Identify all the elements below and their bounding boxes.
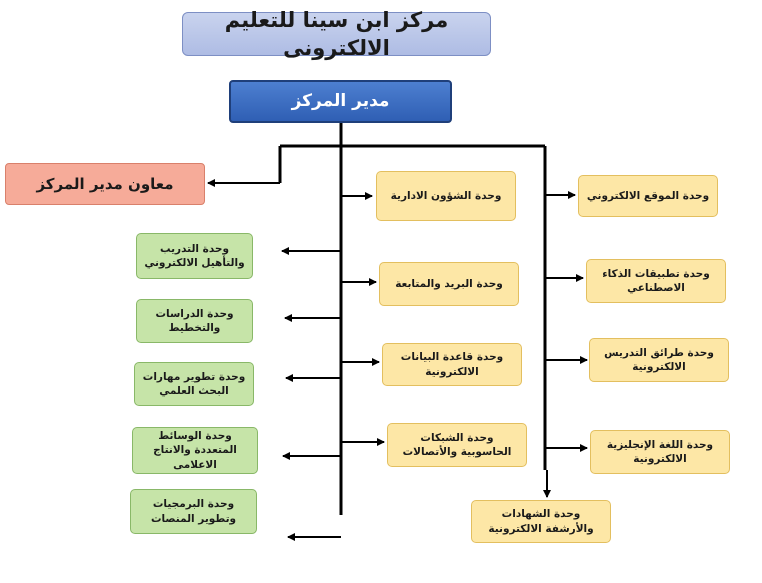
left-unit-multimedia: وحدة الوسائط المتعددة والانتاج الاعلامى	[132, 427, 258, 474]
center-unit-database: وحدة قاعدة البيانات الالكترونية	[382, 343, 522, 386]
bottom-unit-certificates: وحدة الشهادات والأرشفة الالكترونية	[471, 500, 611, 543]
left-unit-research: وحدة تطوير مهارات البحث العلمي	[134, 362, 254, 406]
center-title: مركز ابن سينا للتعليم الالكترونى	[182, 8, 491, 60]
right-unit-ai: وحدة تطبيقات الذكاء الاصطناعي	[586, 259, 726, 303]
director-box: مدير المركز	[229, 80, 452, 123]
left-unit-training: وحدة التدريب والتأهيل الالكتروني	[136, 233, 253, 279]
right-unit-english: وحدة اللغة الإنجليزية الالكترونية	[590, 430, 730, 474]
right-unit-teaching: وحدة طرائق التدريس الالكترونية	[589, 338, 729, 382]
center-unit-mail: وحدة البريد والمتابعة	[379, 262, 519, 306]
center-unit-admin: وحدة الشؤون الادارية	[376, 171, 516, 221]
deputy-box: معاون مدير المركز	[5, 163, 205, 205]
left-unit-software: وحدة البرمجيات وتطوير المنصات	[130, 489, 257, 534]
center-unit-networks: وحدة الشبكات الحاسوبية والأتصالات	[387, 423, 527, 467]
right-unit-website: وحدة الموقع الالكتروني	[578, 175, 718, 217]
left-unit-planning: وحدة الدراسات والتخطيط	[136, 299, 253, 343]
